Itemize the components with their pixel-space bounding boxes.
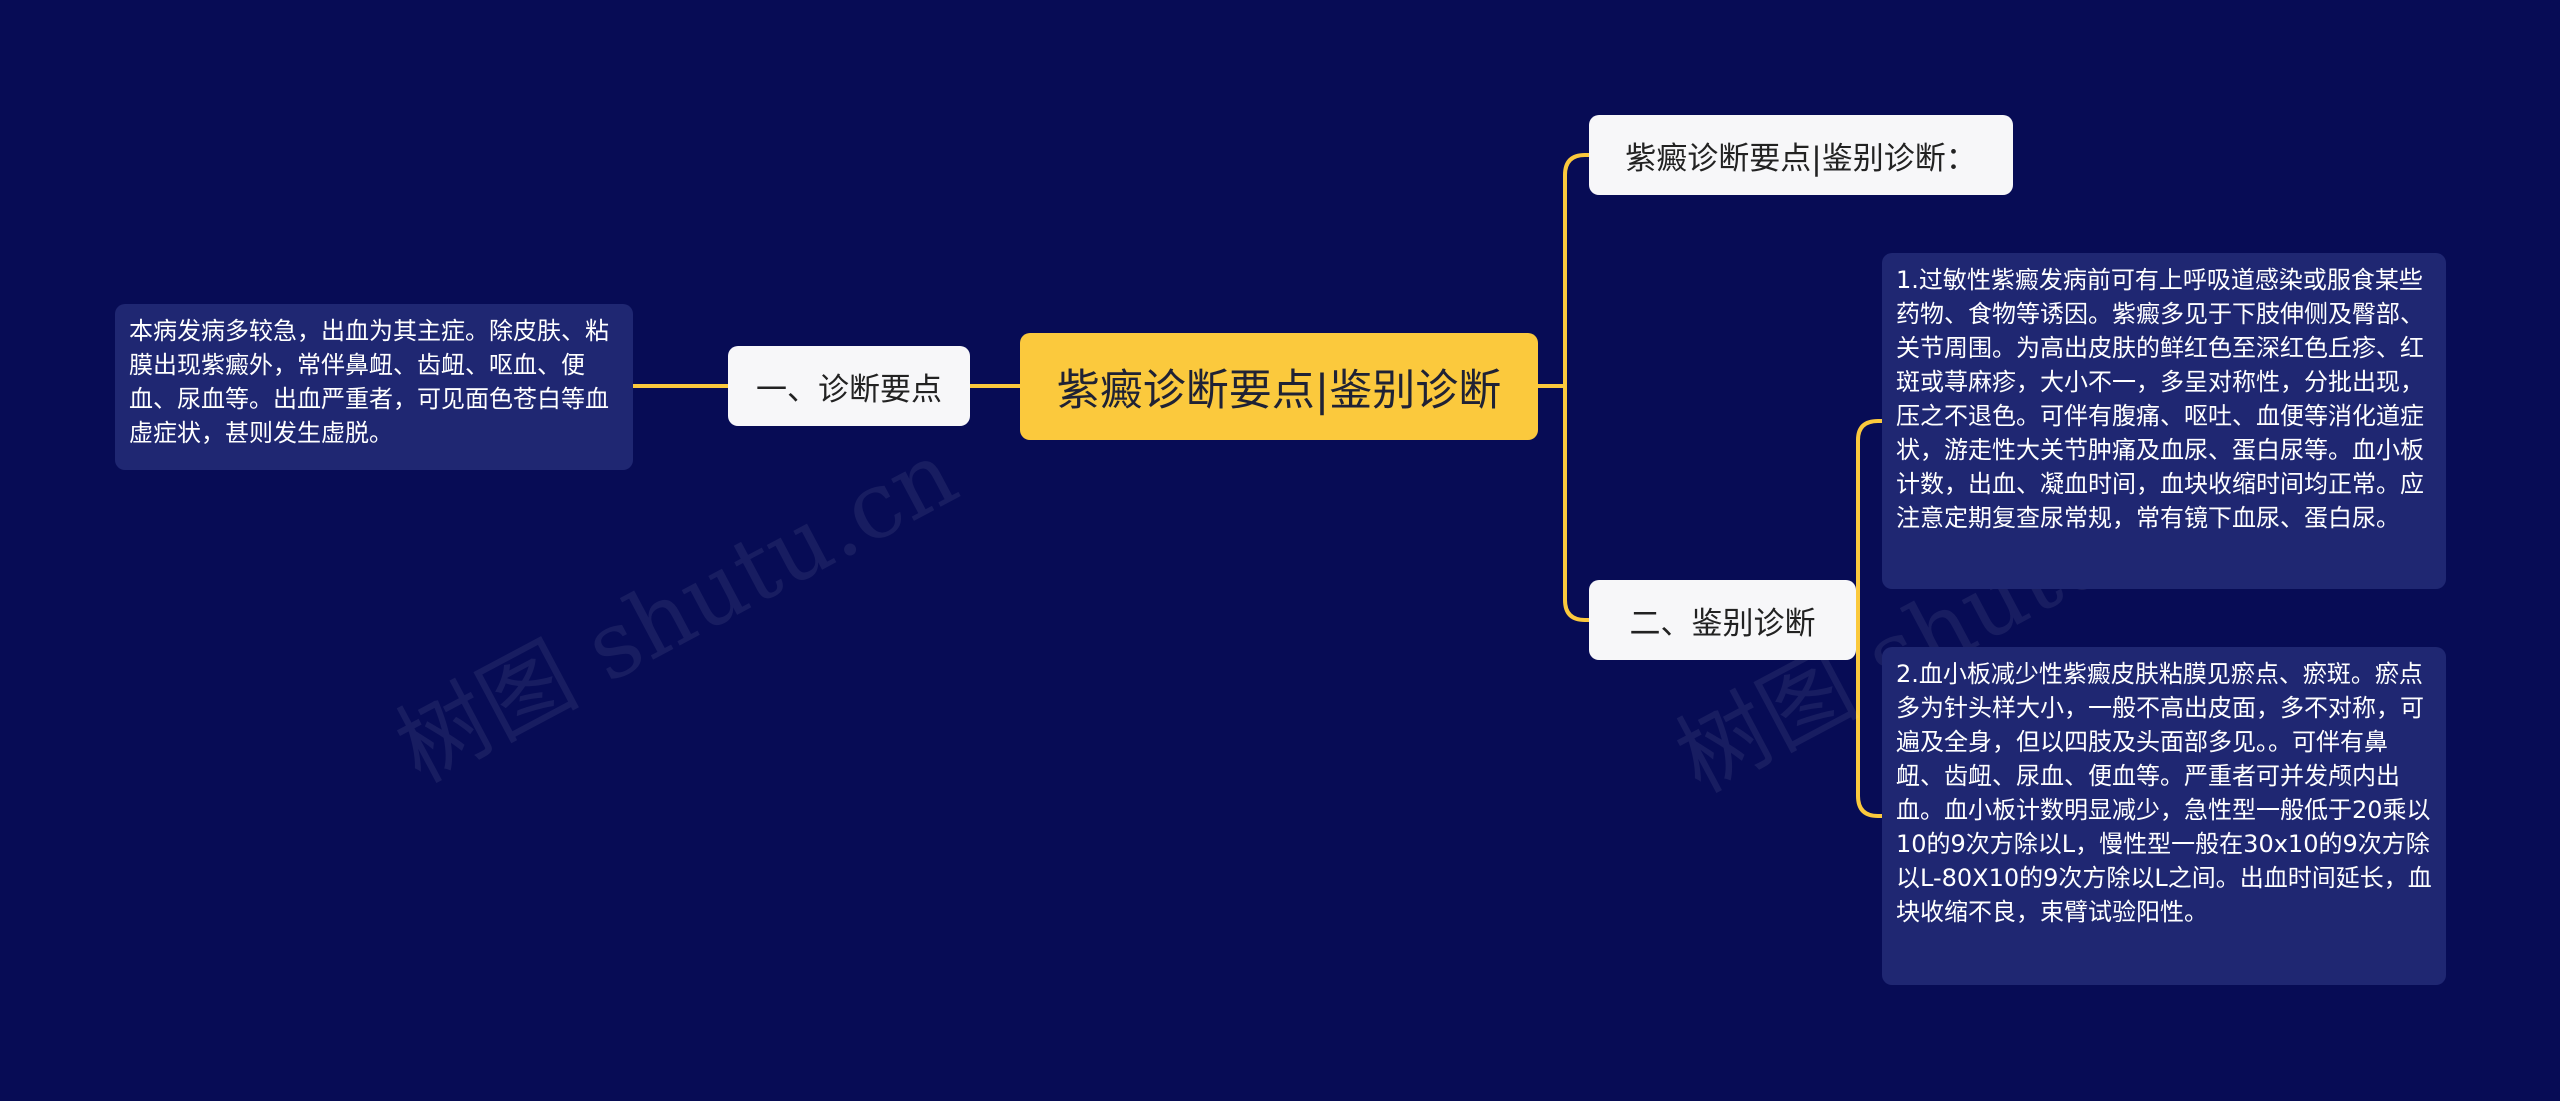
connector-to-title-node	[1563, 153, 1591, 388]
connector-to-item-1	[1853, 419, 1884, 622]
root-topic[interactable]: 紫癜诊断要点|鉴别诊断	[1020, 333, 1538, 440]
diagnosis-detail-node[interactable]: 本病发病多较急，出血为其主症。除皮肤、粘膜出现紫癜外，常伴鼻衄、齿衄、呕血、便血…	[115, 304, 633, 470]
title-subtopic-label: 紫癜诊断要点|鉴别诊断：	[1625, 140, 1977, 177]
connector-to-differential	[1563, 384, 1591, 622]
differential-diagnosis-label: 二、鉴别诊断	[1629, 605, 1816, 642]
differential-item-thrombocytopenic-purpura[interactable]: 2.血小板减少性紫癜皮肤粘膜见瘀点、瘀斑。瘀点多为针头样大小，一般不高出皮面，多…	[1882, 647, 2446, 985]
differential-item-allergic-purpura[interactable]: 1.过敏性紫癜发病前可有上呼吸道感染或服食某些药物、食物等诱因。紫癜多见于下肢伸…	[1882, 253, 2446, 589]
connector-to-item-2	[1856, 618, 1884, 818]
diagnosis-key-points-label: 一、诊断要点	[756, 371, 942, 408]
differential-item-2-text: 2.血小板减少性紫癜皮肤粘膜见瘀点、瘀斑。瘀点多为针头样大小，一般不高出皮面，多…	[1896, 660, 2432, 926]
differential-item-1-text: 1.过敏性紫癜发病前可有上呼吸道感染或服食某些药物、食物等诱因。紫癜多见于下肢伸…	[1896, 266, 2424, 532]
diagnosis-detail-text: 本病发病多较急，出血为其主症。除皮肤、粘膜出现紫癜外，常伴鼻衄、齿衄、呕血、便血…	[129, 317, 609, 447]
diagnosis-key-points-node[interactable]: 一、诊断要点	[728, 346, 970, 426]
title-subtopic-node[interactable]: 紫癜诊断要点|鉴别诊断：	[1589, 115, 2013, 195]
root-topic-label: 紫癜诊断要点|鉴别诊断	[1056, 365, 1502, 416]
differential-diagnosis-node[interactable]: 二、鉴别诊断	[1589, 580, 1856, 660]
